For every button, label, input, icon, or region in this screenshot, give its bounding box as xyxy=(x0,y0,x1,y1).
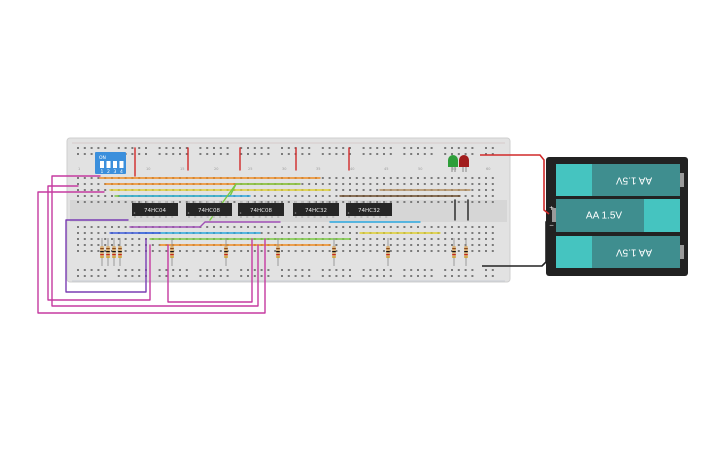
column-number: 15 xyxy=(180,167,184,171)
ic-chip-label: 74HC08 xyxy=(250,208,272,214)
wires[interactable] xyxy=(37,147,471,314)
column-number: 55 xyxy=(452,167,456,171)
column-number: 25 xyxy=(248,167,252,171)
battery-cell-3[interactable]: AA 1.5V xyxy=(556,236,684,268)
battery-cell-3-label: AA 1.5V xyxy=(616,246,652,257)
battery-leads[interactable] xyxy=(480,154,550,267)
battery-cell-2[interactable]: AA 1.5V xyxy=(552,199,680,232)
jumper-wire[interactable] xyxy=(65,219,147,293)
dip-position-label: 3 xyxy=(114,169,117,175)
ic-chips[interactable]: 74HC04 74HC08 74HC08 74HC32 74HC32 xyxy=(132,201,392,218)
resistor[interactable] xyxy=(276,238,280,266)
ic-chip[interactable]: 74HC08 xyxy=(186,201,232,218)
battery-negative-wire xyxy=(482,218,550,267)
red-led[interactable] xyxy=(459,155,469,172)
battery-positive-wire xyxy=(480,154,550,215)
column-number: 40 xyxy=(350,167,354,171)
dip-position-label: 4 xyxy=(120,169,123,175)
leds[interactable] xyxy=(448,155,469,172)
column-number: 1 xyxy=(78,167,80,171)
resistor[interactable] xyxy=(170,238,174,266)
jumper-wire[interactable] xyxy=(51,175,259,307)
jumper-wire[interactable] xyxy=(47,185,151,301)
resistor[interactable] xyxy=(452,238,456,266)
resistors[interactable] xyxy=(100,238,468,266)
dip-toggle[interactable] xyxy=(106,161,111,168)
dip-position-label: 1 xyxy=(101,169,104,175)
column-number: 30 xyxy=(282,167,286,171)
resistor[interactable] xyxy=(118,238,122,266)
column-number: 50 xyxy=(418,167,422,171)
resistor[interactable] xyxy=(112,238,116,266)
dip-toggle[interactable] xyxy=(113,161,117,168)
battery-pack[interactable]: AA 1.5V AA 1.5V AA 1.5V + − xyxy=(546,157,688,276)
resistor[interactable] xyxy=(386,238,390,266)
dip-toggle[interactable] xyxy=(119,161,124,168)
ic-chip-label: 74HC32 xyxy=(358,208,380,214)
dip-toggle[interactable] xyxy=(100,161,104,168)
battery-minus-terminal: − xyxy=(549,222,554,229)
ic-chip-label: 74HC04 xyxy=(144,208,166,214)
ic-chip[interactable]: 74HC32 xyxy=(346,201,392,218)
ic-chip-label: 74HC32 xyxy=(305,208,327,214)
battery-plus-terminal: + xyxy=(549,205,554,212)
ic-chip[interactable]: 74HC32 xyxy=(293,201,339,218)
breadboard-column-numbers: 151015202530354045505560 xyxy=(78,167,490,171)
ic-chip[interactable]: 74HC08 xyxy=(238,201,284,218)
jumper-wire[interactable] xyxy=(37,191,266,314)
dip-position-label: 2 xyxy=(107,169,110,175)
column-number: 20 xyxy=(214,167,218,171)
green-led[interactable] xyxy=(448,155,458,172)
resistor[interactable] xyxy=(106,238,110,266)
battery-cell-1[interactable]: AA 1.5V xyxy=(556,164,684,196)
resistor[interactable] xyxy=(332,238,336,266)
ic-chip-label: 74HC08 xyxy=(198,208,220,214)
resistor[interactable] xyxy=(464,238,468,266)
breadboard[interactable]: 151015202530354045505560 xyxy=(66,137,511,283)
column-number: 60 xyxy=(486,167,490,171)
ic-chip[interactable]: 74HC04 xyxy=(132,201,178,218)
column-number: 45 xyxy=(384,167,388,171)
resistor[interactable] xyxy=(224,238,228,266)
battery-cell-1-label: AA 1.5V xyxy=(616,174,652,185)
battery-cell-2-label: AA 1.5V xyxy=(586,211,622,222)
jumper-wire[interactable] xyxy=(167,238,253,303)
resistor[interactable] xyxy=(100,238,104,266)
column-number: 35 xyxy=(316,167,320,171)
jumper-wire[interactable] xyxy=(129,221,281,228)
column-number: 10 xyxy=(146,167,150,171)
dip-switch-on-label: ON xyxy=(99,155,106,161)
breadboard-center-channel xyxy=(70,200,507,222)
